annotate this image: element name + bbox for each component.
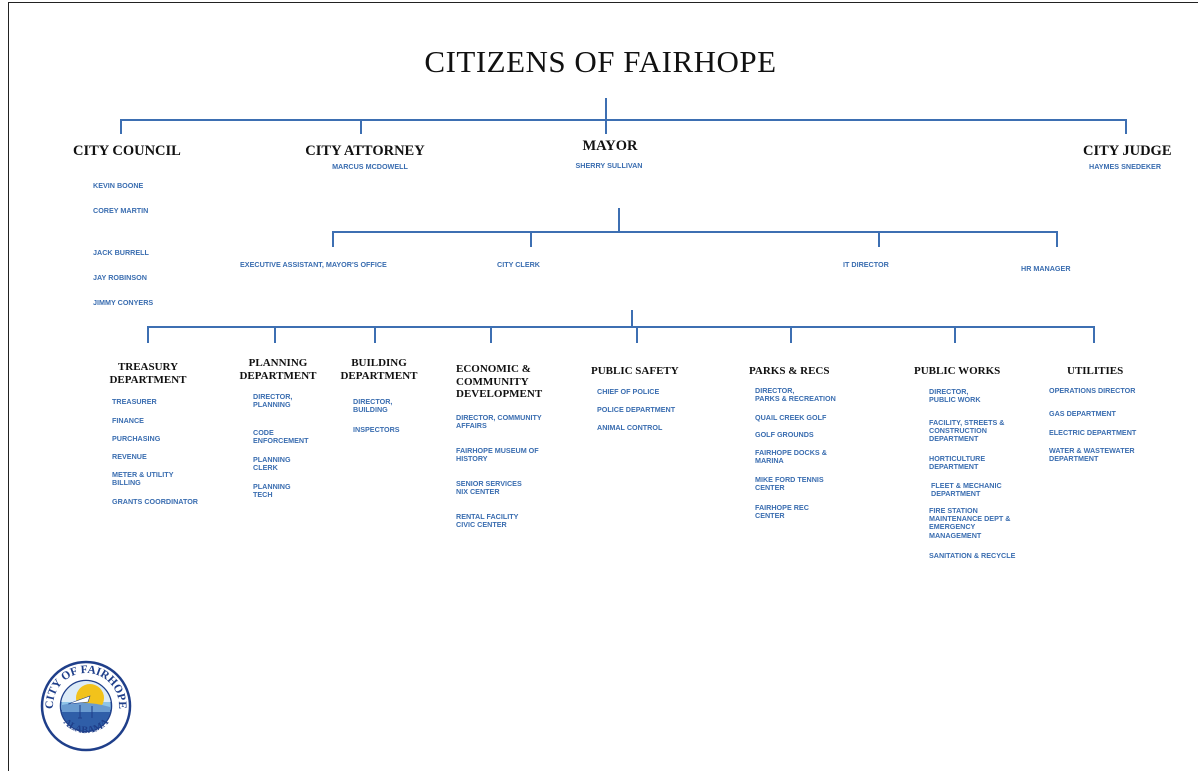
economic-development-heading: ECONOMIC & COMMUNITY DEVELOPMENT (456, 363, 543, 400)
public-works-item: DIRECTOR, PUBLIC WORK (929, 387, 981, 405)
utilities-item: WATER & WASTEWATER DEPARTMENT (1049, 446, 1135, 464)
page-frame (8, 2, 1198, 771)
parks-item: QUAIL CREEK GOLF (755, 413, 827, 422)
utilities-item: ELECTRIC DEPARTMENT (1049, 428, 1137, 437)
city-attorney-name: MARCUS MCDOWELL (332, 162, 408, 171)
parks-recs-heading: PARKS & RECS (749, 365, 830, 377)
treasury-item: GRANTS COORDINATOR (112, 497, 198, 506)
planning-department-heading: PLANNING DEPARTMENT (239, 357, 317, 382)
treasury-item: FINANCE (112, 416, 144, 425)
building-item: INSPECTORS (353, 425, 400, 434)
parks-item: DIRECTOR, PARKS & RECREATION (755, 386, 836, 404)
building-item: DIRECTOR, BUILDING (353, 397, 393, 415)
public-works-item: HORTICULTURE DEPARTMENT (929, 454, 986, 472)
city-judge-name: HAYMES SNEDEKER (1089, 162, 1162, 171)
mayor-office-role: CITY CLERK (497, 260, 540, 269)
page-title: CITIZENS OF FAIRHOPE (424, 44, 777, 79)
council-member: JAY ROBINSON (93, 273, 147, 282)
treasury-department-heading: TREASURY DEPARTMENT (109, 361, 187, 386)
public-works-item: FIRE STATION MAINTENANCE DEPT & EMERGENC… (929, 506, 1011, 540)
planning-item: PLANNING TECH (253, 482, 291, 500)
planning-item: PLANNING CLERK (253, 455, 291, 473)
parks-item: MIKE FORD TENNIS CENTER (755, 475, 824, 493)
economic-item: FAIRHOPE MUSEUM OF HISTORY (456, 446, 539, 464)
utilities-item: GAS DEPARTMENT (1049, 409, 1116, 418)
public-safety-item: ANIMAL CONTROL (597, 423, 663, 432)
mayor-office-role: EXECUTIVE ASSISTANT, MAYOR'S OFFICE (240, 260, 387, 269)
parks-item: FAIRHOPE DOCKS & MARINA (755, 448, 827, 466)
mayor-office-role: HR MANAGER (1021, 264, 1071, 273)
city-attorney-heading: CITY ATTORNEY (305, 143, 425, 159)
mayor-heading: MAYOR (582, 138, 638, 154)
economic-item: DIRECTOR, COMMUNITY AFFAIRS (456, 413, 542, 431)
utilities-item: OPERATIONS DIRECTOR (1049, 386, 1136, 395)
city-council-heading: CITY COUNCIL (73, 143, 181, 159)
treasury-item: METER & UTILITY BILLING (112, 470, 174, 488)
public-safety-heading: PUBLIC SAFETY (591, 365, 679, 377)
treasury-item: REVENUE (112, 452, 147, 461)
building-department-heading: BUILDING DEPARTMENT (340, 357, 418, 382)
public-safety-item: CHIEF OF POLICE (597, 387, 660, 396)
economic-item: SENIOR SERVICES NIX CENTER (456, 479, 522, 497)
parks-item: GOLF GROUNDS (755, 430, 814, 439)
public-works-item: SANITATION & RECYCLE (929, 551, 1016, 560)
council-member: KEVIN BOONE (93, 181, 144, 190)
planning-item: CODE ENFORCEMENT (253, 428, 309, 446)
treasury-item: PURCHASING (112, 434, 161, 443)
utilities-heading: UTILITIES (1067, 365, 1124, 377)
council-member: JACK BURRELL (93, 248, 149, 257)
public-safety-item: POLICE DEPARTMENT (597, 405, 676, 414)
public-works-item: FACILITY, STREETS & CONSTRUCTION DEPARTM… (929, 418, 1005, 444)
economic-item: RENTAL FACILITY CIVIC CENTER (456, 512, 519, 530)
treasury-item: TREASURER (112, 397, 157, 406)
parks-item: FAIRHOPE REC CENTER (755, 503, 809, 521)
council-member: COREY MARTIN (93, 206, 149, 215)
planning-item: DIRECTOR, PLANNING (253, 392, 293, 410)
public-works-heading: PUBLIC WORKS (914, 365, 1001, 377)
city-judge-heading: CITY JUDGE (1083, 143, 1172, 159)
council-member: JIMMY CONYERS (93, 298, 154, 307)
city-seal-logo: CITY OF FAIRHOPE ALABAMA (40, 660, 132, 752)
public-works-item: FLEET & MECHANIC DEPARTMENT (931, 481, 1002, 499)
mayor-office-role: IT DIRECTOR (843, 260, 889, 269)
mayor-name: SHERRY SULLIVAN (575, 161, 643, 170)
